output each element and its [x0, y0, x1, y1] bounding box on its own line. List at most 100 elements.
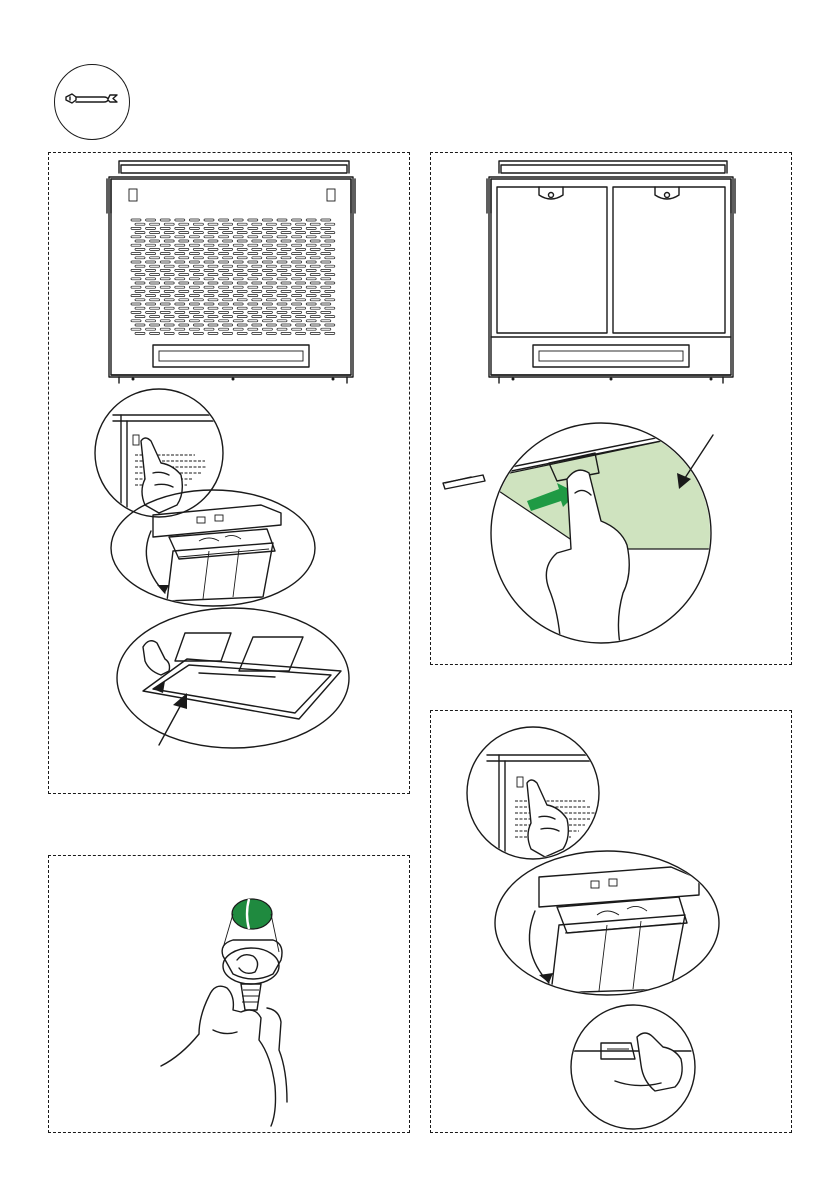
grille-slot: [281, 290, 291, 292]
grille-slot: [150, 240, 160, 242]
grille-slot: [262, 236, 272, 238]
grille-slot: [325, 307, 335, 309]
grille-slot: [296, 232, 306, 234]
grille-slot: [179, 232, 189, 234]
grille-slot: [306, 311, 316, 313]
grille-slot: [281, 232, 291, 234]
grille-slot: [160, 236, 170, 238]
grille-slot: [189, 278, 199, 280]
grille-slot: [135, 248, 145, 250]
grille-slot: [179, 299, 189, 301]
grille-slot: [321, 320, 331, 322]
maintenance-badge: [54, 64, 130, 140]
step-panel-carbon-filter: [430, 152, 792, 665]
grille-slot: [135, 282, 145, 284]
grille-slot: [223, 223, 233, 225]
grille-slot: [248, 236, 258, 238]
grille-slot: [262, 227, 272, 229]
grille-slot: [321, 303, 331, 305]
grille-slot: [277, 244, 287, 246]
grille-slot: [237, 223, 247, 225]
grille-slot: [208, 257, 218, 259]
grille-slot: [306, 253, 316, 255]
grille-slot: [277, 328, 287, 330]
grille-slot: [277, 253, 287, 255]
grille-slot: [219, 236, 229, 238]
grille-slot: [281, 307, 291, 309]
step-panel-lamp-replacement: [48, 855, 410, 1133]
grille-slot: [292, 278, 302, 280]
grille-slot: [248, 244, 258, 246]
grille-slot: [131, 311, 141, 313]
grease-filter-grille: [131, 219, 335, 334]
hand-icon: [161, 986, 276, 1126]
grille-slot: [146, 320, 156, 322]
grille-slot: [233, 320, 243, 322]
grille-slot: [131, 236, 141, 238]
grille-slot: [150, 299, 160, 301]
grille-slot: [252, 248, 262, 250]
grille-slot: [135, 274, 145, 276]
grille-slot: [252, 316, 262, 318]
grille-slot: [146, 303, 156, 305]
grille-slot: [135, 299, 145, 301]
grille-slot: [135, 257, 145, 259]
grille-slot: [189, 311, 199, 313]
grille-slot: [208, 274, 218, 276]
grille-slot: [179, 332, 189, 334]
grille-slot: [208, 299, 218, 301]
grille-slot: [296, 290, 306, 292]
grille-slot: [252, 282, 262, 284]
grille-slot: [292, 311, 302, 313]
grille-slot: [310, 257, 320, 259]
grille-slot: [233, 269, 243, 271]
grille-slot: [179, 316, 189, 318]
grille-slot: [277, 295, 287, 297]
grille-slot: [175, 286, 185, 288]
grille-slot: [131, 219, 141, 221]
grille-slot: [223, 332, 233, 334]
open-panel-illustration: [431, 711, 793, 1134]
arrow-icon: [159, 701, 183, 745]
grille-slot: [179, 240, 189, 242]
grille-slot: [219, 328, 229, 330]
grille-slot: [204, 253, 214, 255]
grille-slot: [204, 219, 214, 221]
grille-slot: [223, 257, 233, 259]
grille-slot: [131, 295, 141, 297]
grille-slot: [296, 282, 306, 284]
grille-slot: [204, 244, 214, 246]
grille-slot: [208, 265, 218, 267]
grille-slot: [252, 240, 262, 242]
grille-slot: [281, 240, 291, 242]
grille-slot: [321, 311, 331, 313]
grille-slot: [160, 227, 170, 229]
grille-slot: [321, 219, 331, 221]
grille-slot: [135, 332, 145, 334]
grille-slot: [219, 219, 229, 221]
grille-slot: [296, 240, 306, 242]
grille-slot: [252, 307, 262, 309]
grille-slot: [252, 265, 262, 267]
grille-slot: [292, 295, 302, 297]
grille-slot: [135, 232, 145, 234]
grille-slot: [237, 324, 247, 326]
grille-slot: [175, 269, 185, 271]
grille-slot: [306, 303, 316, 305]
grille-slot: [233, 227, 243, 229]
grille-slot: [248, 227, 258, 229]
grille-slot: [160, 328, 170, 330]
grille-slot: [150, 290, 160, 292]
grille-slot: [189, 328, 199, 330]
grille-slot: [146, 219, 156, 221]
grille-slot: [237, 307, 247, 309]
grille-slot: [208, 223, 218, 225]
grille-slot: [208, 332, 218, 334]
grille-slot: [321, 227, 331, 229]
grille-slot: [266, 265, 276, 267]
grille-slot: [310, 265, 320, 267]
grille-slot: [150, 307, 160, 309]
grille-slot: [160, 219, 170, 221]
grille-slot: [175, 227, 185, 229]
grille-slot: [223, 299, 233, 301]
